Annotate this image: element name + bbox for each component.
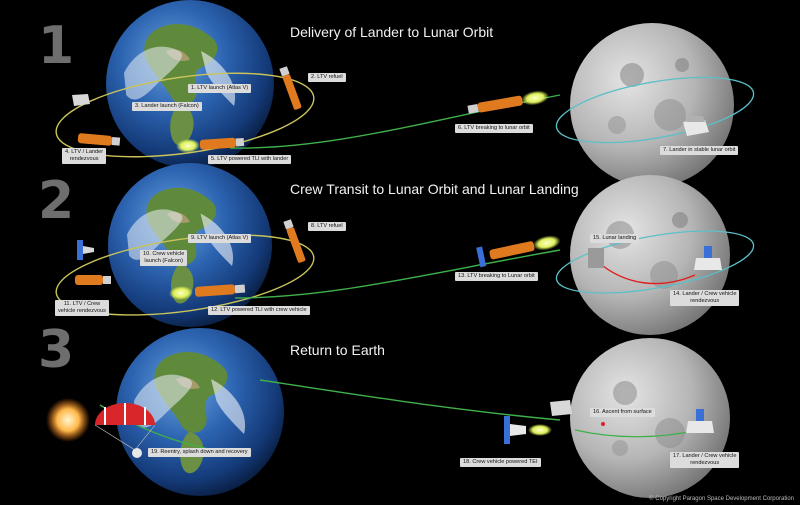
- earth-parking-orbit: [55, 72, 315, 158]
- step-label-18: 18. Crew vehicle powered TEI: [460, 458, 541, 467]
- moon-icon: [570, 338, 730, 498]
- step-label-13: 13. LTV breaking to Lunar orbit: [455, 272, 538, 281]
- step-label-17: 17. Lander / Crew vehicle rendezvous: [670, 452, 740, 468]
- step-label-9: 9. LTV launch (Atlas V): [188, 234, 252, 243]
- crew-vehicle-icon: [504, 416, 552, 444]
- step-label-14-line1: 14. Lander / Crew vehicle: [673, 291, 737, 297]
- phase-2-title: Crew Transit to Lunar Orbit and Lunar La…: [290, 181, 579, 197]
- crew-vehicle-icon: [77, 240, 94, 260]
- copyright-notice: © Copyright Paragon Space Development Co…: [649, 496, 794, 502]
- ltv-spacecraft-icon: [176, 137, 245, 153]
- step-label-15: 15. Lunar landing: [590, 234, 640, 243]
- ltv-spacecraft-icon: [476, 235, 561, 268]
- phase-3-number: 3: [38, 320, 75, 380]
- step-label-12: 12. LTV powered TLI with crew vehicle: [208, 306, 310, 315]
- ltv-spacecraft-icon: [283, 219, 306, 263]
- ltv-spacecraft-icon: [467, 90, 549, 114]
- step-label-11: 11. LTV / Crew vehicle rendezvous: [55, 300, 109, 316]
- step-label-14-line2: rendezvous: [690, 298, 720, 304]
- reentry-fireball: [46, 398, 90, 442]
- step-label-17-line1: 17. Lander / Crew vehicle: [673, 453, 737, 459]
- phase-3-title: Return to Earth: [290, 342, 385, 358]
- crew-vehicle-icon: [686, 409, 714, 433]
- parachute-icon: [94, 403, 156, 458]
- phase-1-number: 1: [38, 16, 75, 76]
- step-label-1: 1. LTV launch (Atlas V): [188, 84, 252, 93]
- step-label-17-line2: rendezvous: [690, 460, 720, 466]
- step-label-6: 6. LTV breaking to lunar orbit: [455, 124, 533, 133]
- crew-vehicle-icon: [588, 248, 604, 268]
- step-label-8: 8. LTV refuel: [308, 222, 346, 231]
- step-label-10-line2: launch (Falcon): [144, 258, 183, 264]
- step-label-14: 14. Lander / Crew vehicle rendezvous: [670, 290, 740, 306]
- step-label-3: 3. Lander launch (Falcon): [132, 102, 202, 111]
- step-label-11-line1: 11. LTV / Crew: [63, 301, 101, 307]
- lunar-lander-icon: [550, 400, 572, 416]
- ltv-spacecraft-icon: [279, 66, 302, 110]
- phase-1-title: Delivery of Lander to Lunar Orbit: [290, 24, 494, 40]
- earth-parking-orbit: [55, 234, 315, 316]
- step-label-19: 19. Reentry, splash down and recovery: [148, 448, 251, 457]
- step-label-16: 16. Ascent from surface: [590, 408, 655, 417]
- earth-globe-icon: [108, 163, 272, 327]
- step-label-10-line1: 10. Crew vehicle: [143, 251, 185, 257]
- lunar-orbit: [555, 230, 755, 294]
- lunar-descent-path: [597, 261, 696, 285]
- moon-icon: [570, 23, 734, 187]
- translunar-trajectory: [234, 249, 561, 299]
- step-label-4-line2: rendezvous: [69, 156, 99, 162]
- trans-earth-trajectory: [259, 379, 561, 421]
- step-label-4-line1: 4. LTV / Lander: [65, 149, 104, 155]
- step-label-2: 2. LTV refuel: [308, 73, 346, 82]
- step-label-4: 4. LTV / Lander rendezvous: [62, 148, 107, 164]
- lunar-lander-icon: [683, 116, 709, 136]
- crew-vehicle-icon: [694, 246, 722, 270]
- ltv-spacecraft-icon: [169, 284, 246, 301]
- phase-2-number: 2: [38, 171, 75, 231]
- step-label-11-line2: vehicle rendezvous: [58, 308, 106, 314]
- ltv-spacecraft-icon: [77, 133, 121, 146]
- step-label-5: 5. LTV powered TLI with lander: [208, 155, 292, 164]
- step-label-7: 7. Lander in stable lunar orbit: [660, 146, 739, 155]
- lunar-lander-icon: [72, 94, 90, 106]
- ascent-start-marker: [601, 422, 605, 426]
- ltv-spacecraft-icon: [75, 275, 111, 285]
- lunar-orbit: [555, 76, 755, 144]
- step-label-10: 10. Crew vehicle launch (Falcon): [140, 250, 188, 266]
